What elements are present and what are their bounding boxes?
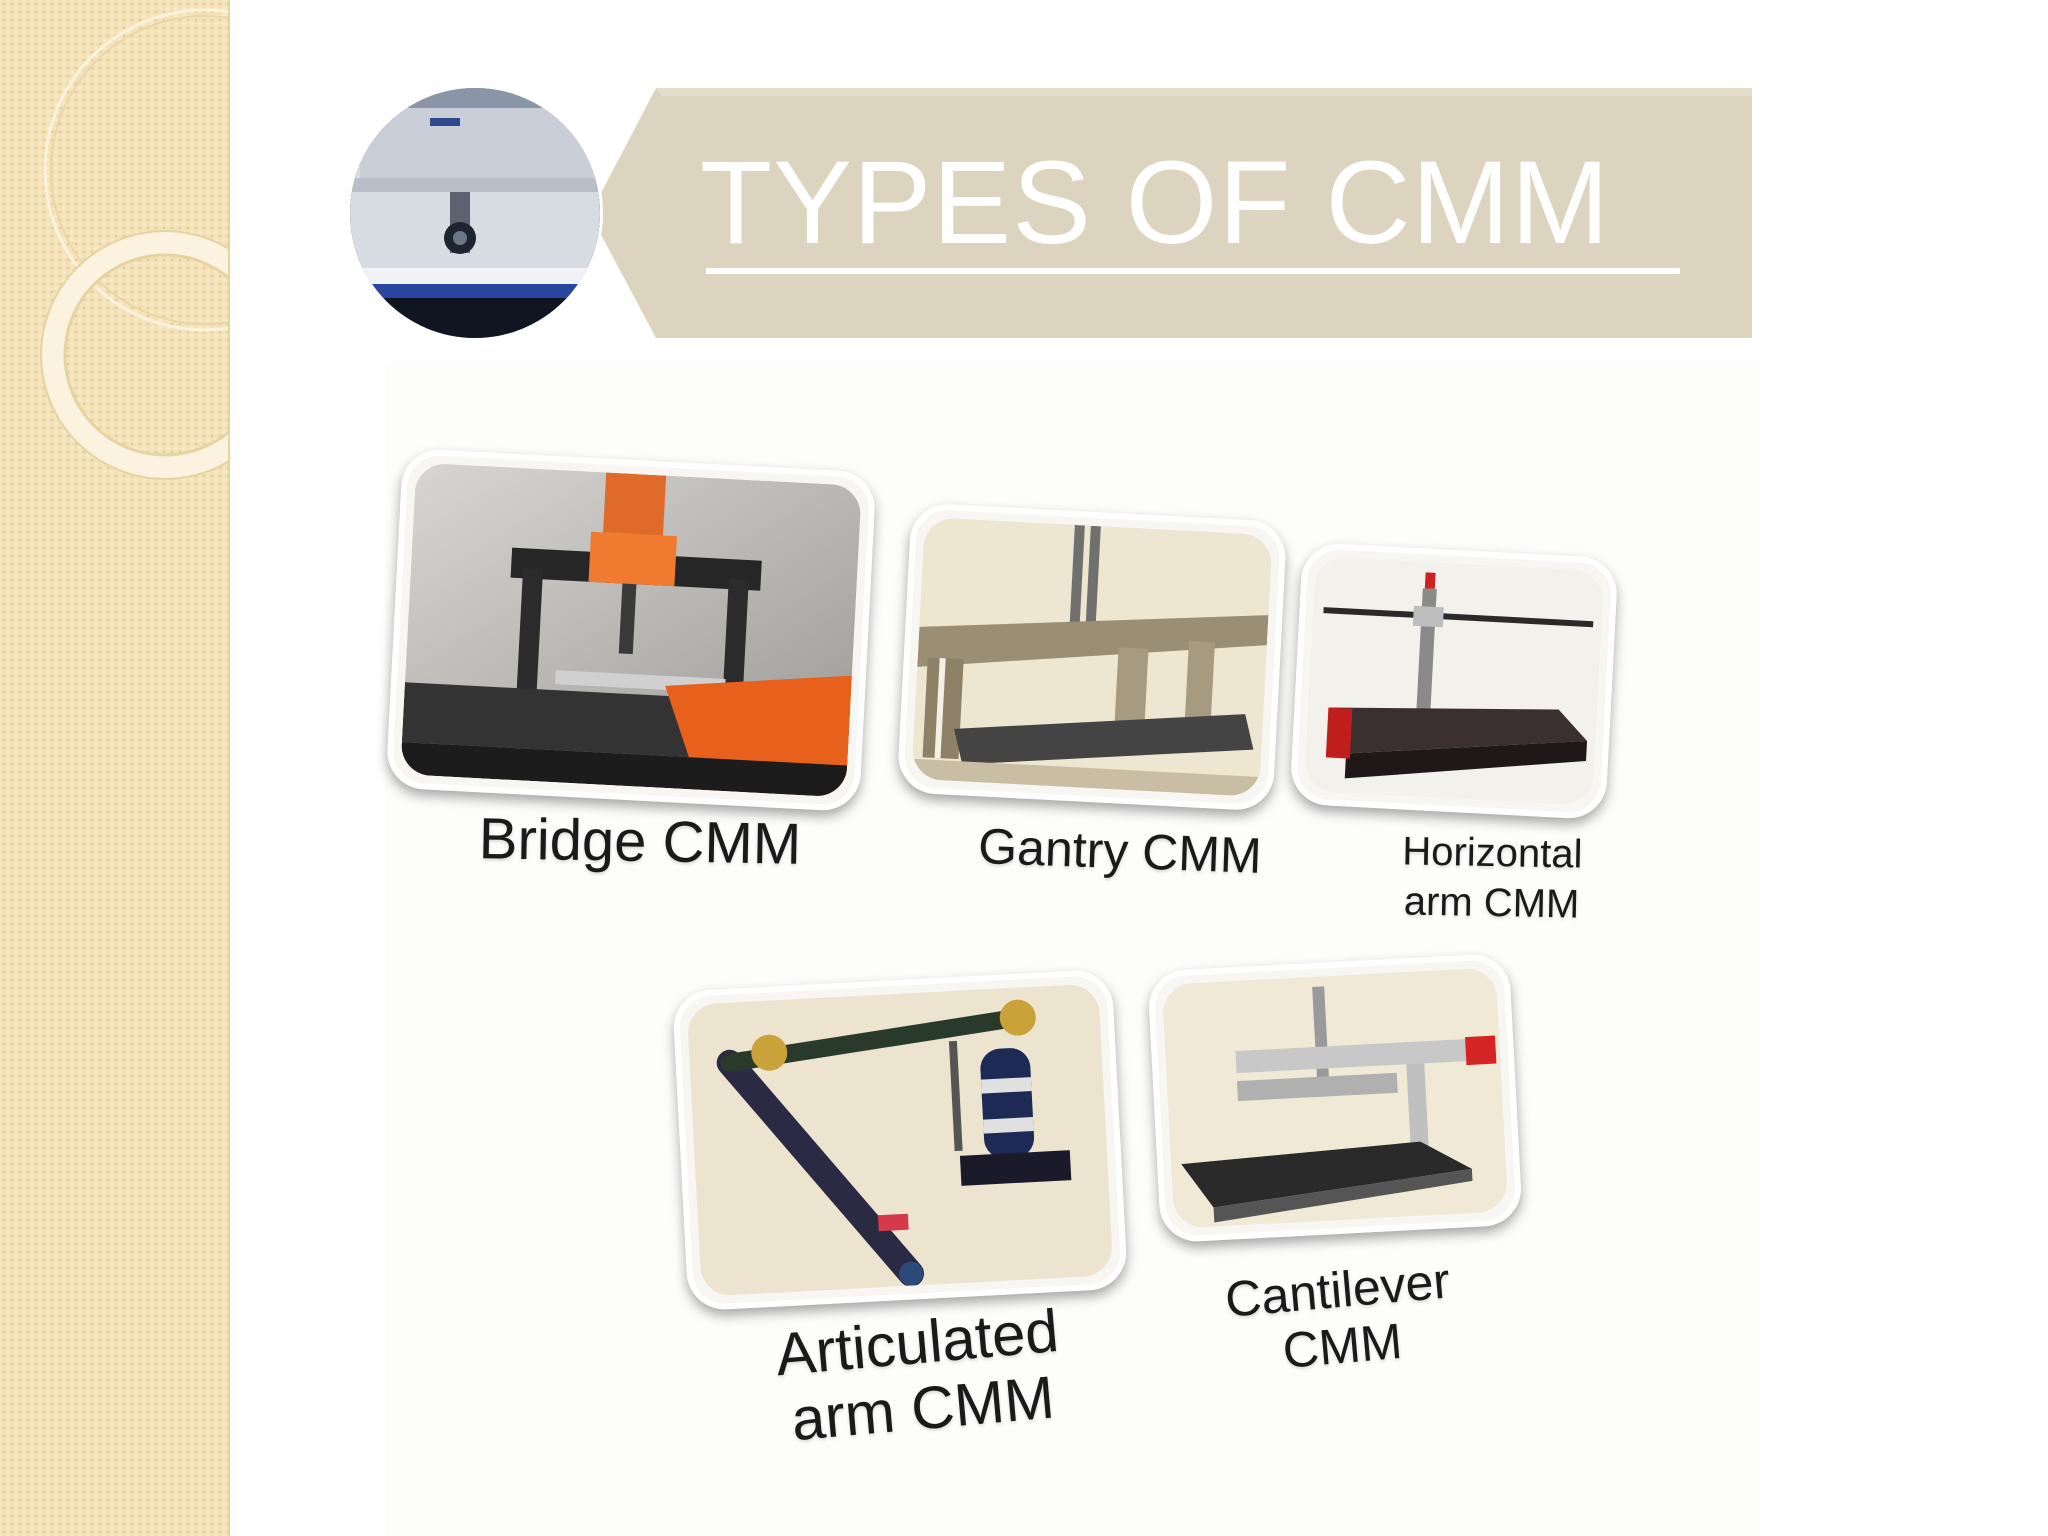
left-decorative-strip <box>0 0 230 1536</box>
articulated-arm-cmm-image-card <box>671 968 1129 1312</box>
bridge-cmm-image-card <box>385 447 877 813</box>
cantilever-cmm-image-card <box>1147 952 1523 1244</box>
horizontal-arm-cmm-image-card <box>1289 541 1619 821</box>
articulated-arm-cmm-illustration <box>686 983 1114 1297</box>
bridge-cmm-label: Bridge CMM <box>478 806 802 877</box>
horizontal-arm-cmm-illustration <box>1304 556 1604 806</box>
banner-shape <box>590 88 1752 338</box>
title-banner: TYPES OF CMM <box>0 0 2048 360</box>
slide-title: TYPES OF CMM <box>700 137 1611 269</box>
decorative-rings <box>40 8 228 480</box>
cmm-machine-photo <box>350 88 600 338</box>
cantilever-cmm-illustration <box>1161 967 1509 1229</box>
title-underline <box>706 268 1680 274</box>
bridge-cmm-illustration <box>400 462 862 798</box>
gantry-cmm-image-card <box>896 502 1288 812</box>
gantry-cmm-illustration <box>911 517 1273 797</box>
